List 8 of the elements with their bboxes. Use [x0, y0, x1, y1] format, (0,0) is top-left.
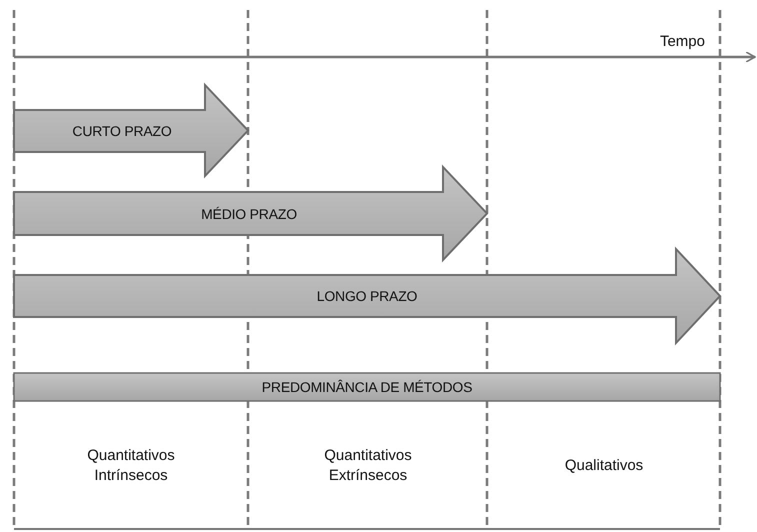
column-label: Qualitativos [564, 456, 644, 476]
node-label: LONGO PRAZO [316, 288, 418, 304]
axis-label: Tempo [660, 33, 705, 50]
node-label: MÉDIO PRAZO [201, 206, 297, 222]
column-label: Quantitativos Extrínsecos [323, 446, 413, 486]
column-label: Quantitativos Intrínsecos [86, 446, 176, 486]
node-label: PREDOMINÂNCIA DE MÉTODOS [262, 379, 472, 395]
node-label: CURTO PRAZO [72, 123, 172, 139]
